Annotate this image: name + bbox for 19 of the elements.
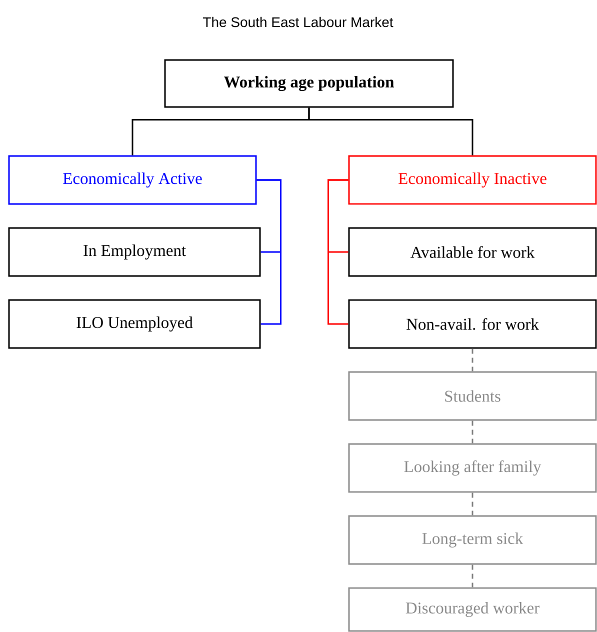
category-box: Economically Active <box>8 155 257 205</box>
connector-line <box>472 420 474 444</box>
connector-line <box>328 179 348 325</box>
connector-line <box>308 108 474 156</box>
category-box: Non-avail. for work <box>348 299 597 349</box>
category-box: In Employment <box>8 227 261 277</box>
subcategory-box: Students <box>348 371 597 421</box>
title: The South East Labour Market <box>202 16 394 28</box>
connector-line <box>256 179 282 325</box>
connector-line <box>472 564 474 588</box>
subcategory-box: Looking after family <box>348 443 597 493</box>
category-box: Economically Inactive <box>348 155 597 205</box>
subcategory-box: Discouraged worker <box>348 587 597 632</box>
root-box: Working age population <box>164 59 454 108</box>
subcategory-box: Long-term sick <box>348 515 597 565</box>
category-box: Available for work <box>348 227 597 277</box>
connector-line <box>472 492 474 516</box>
connector-line <box>472 348 474 372</box>
category-box: ILO Unemployed <box>8 299 261 349</box>
